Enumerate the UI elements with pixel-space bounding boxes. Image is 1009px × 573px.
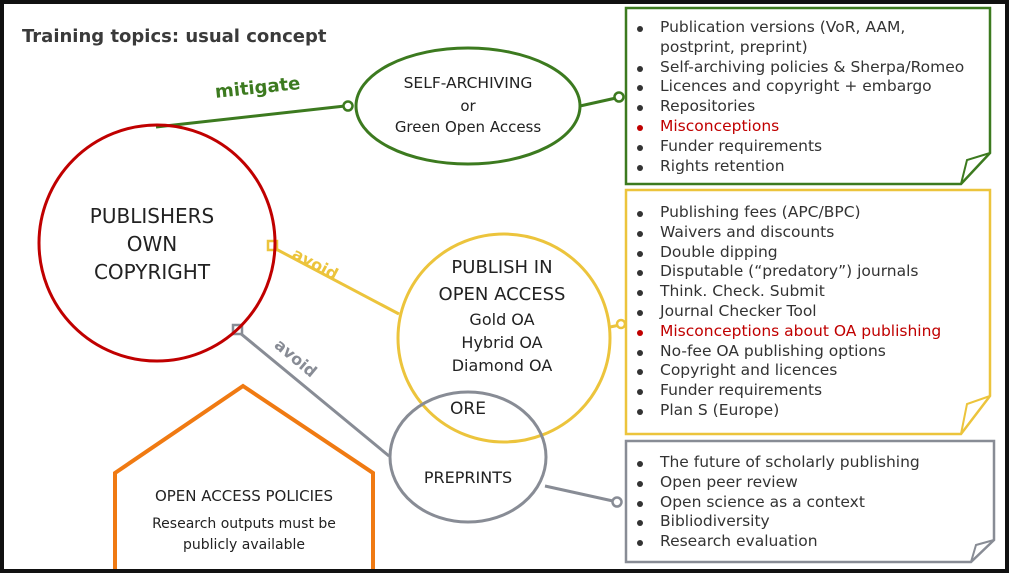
publish-oa-box-fold bbox=[960, 395, 991, 435]
slide: Training topics: usual concept mitigate … bbox=[4, 4, 1005, 569]
edge-avoid-oa bbox=[273, 246, 400, 316]
list-item-highlight: Misconceptions about OA publishing bbox=[626, 322, 978, 342]
preprints-box-fold bbox=[970, 539, 995, 563]
self-archiving-ellipse bbox=[354, 46, 582, 166]
preprints-ellipse bbox=[388, 390, 548, 524]
publish-oa-sub-1: Gold OA bbox=[469, 310, 535, 329]
publishers-circle bbox=[37, 123, 277, 363]
publish-oa-box bbox=[624, 188, 992, 436]
publish-oa-sub-3: Diamond OA bbox=[451, 356, 553, 375]
publish-oa-ellipse bbox=[396, 232, 612, 444]
list-item: Repositories bbox=[626, 97, 978, 117]
list-item: Rights retention bbox=[626, 157, 978, 177]
list-item: Disputable (“predatory”) journals bbox=[626, 262, 978, 282]
list-item: Self-archiving policies & Sherpa/Romeo bbox=[626, 58, 978, 78]
more-label: ORE bbox=[450, 399, 486, 419]
publish-oa-topic-list: Publishing fees (APC/BPC) Waivers and di… bbox=[626, 203, 978, 421]
list-item: No-fee OA publishing options bbox=[626, 342, 978, 362]
diagram-canvas bbox=[37, 6, 996, 569]
list-item: Open peer review bbox=[626, 473, 978, 493]
publishers-line-3: COPYRIGHT bbox=[93, 260, 211, 284]
page-title: Training topics: usual concept bbox=[22, 26, 327, 47]
edge-self-archiving-box-end bbox=[613, 91, 625, 103]
list-item-highlight: Misconceptions bbox=[626, 117, 978, 137]
self-archiving-line-2: or bbox=[460, 97, 476, 115]
publish-oa-line-1: PUBLISH IN bbox=[451, 257, 553, 278]
self-archiving-line-3: Green Open Access bbox=[394, 118, 542, 136]
self-archiving-topic-list: Publication versions (VoR, AAM, postprin… bbox=[626, 18, 978, 176]
policies-text-1: Research outputs must be bbox=[152, 516, 336, 532]
edge-preprints-box-end bbox=[611, 496, 623, 508]
publishers-line-2: OWN bbox=[126, 232, 178, 256]
list-item: Licences and copyright + embargo bbox=[626, 77, 978, 97]
edge-mitigate-end bbox=[342, 100, 354, 112]
preprints-label: PREPRINTS bbox=[423, 468, 513, 487]
edge-oa-box-end bbox=[615, 318, 627, 330]
edge-self-archiving-box bbox=[579, 96, 617, 108]
list-item: Research evaluation bbox=[626, 532, 978, 552]
list-item: The future of scholarly publishing bbox=[626, 453, 978, 473]
preprints-topic-list: The future of scholarly publishing Open … bbox=[626, 453, 978, 552]
publish-oa-sub-2: Hybrid OA bbox=[461, 333, 543, 352]
publish-oa-line-2: OPEN ACCESS bbox=[438, 284, 566, 305]
policies-house bbox=[113, 383, 375, 569]
self-archiving-box bbox=[624, 6, 992, 186]
preprints-box bbox=[624, 439, 996, 564]
list-item: Funder requirements bbox=[626, 381, 978, 401]
list-item: Publishing fees (APC/BPC) bbox=[626, 203, 978, 223]
list-item: Journal Checker Tool bbox=[626, 302, 978, 322]
policies-title: OPEN ACCESS POLICIES bbox=[154, 487, 334, 505]
list-item: Funder requirements bbox=[626, 137, 978, 157]
list-item: Copyright and licences bbox=[626, 361, 978, 381]
list-item: Double dipping bbox=[626, 243, 978, 263]
policies-text-2: publicly available bbox=[183, 537, 305, 553]
list-item: Waivers and discounts bbox=[626, 223, 978, 243]
list-item: Plan S (Europe) bbox=[626, 401, 978, 421]
self-archiving-box-fold bbox=[960, 152, 991, 185]
self-archiving-line-1: SELF-ARCHIVING bbox=[403, 74, 533, 92]
list-item: Bibliodiversity bbox=[626, 512, 978, 532]
list-item: Publication versions (VoR, AAM, postprin… bbox=[626, 18, 978, 58]
edge-avoid-preprints bbox=[239, 331, 390, 458]
edge-mitigate bbox=[155, 104, 346, 129]
edge-avoid-oa-end bbox=[266, 239, 279, 252]
list-item: Think. Check. Submit bbox=[626, 282, 978, 302]
edge-preprints-box bbox=[544, 484, 614, 503]
list-item: Open science as a context bbox=[626, 493, 978, 513]
publishers-line-1: PUBLISHERS bbox=[89, 204, 215, 228]
